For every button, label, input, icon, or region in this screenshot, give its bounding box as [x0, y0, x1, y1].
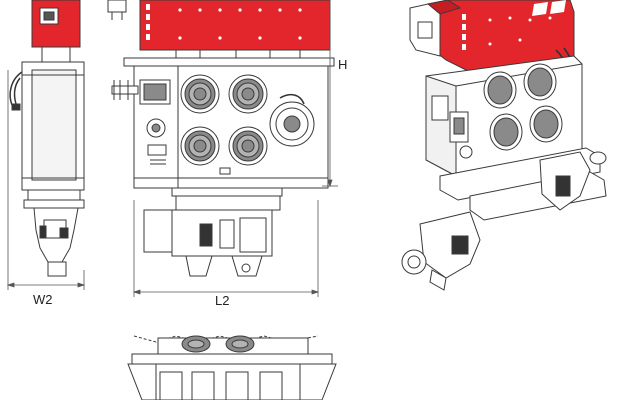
dimension-w2-label: W2	[33, 292, 53, 307]
dimension-w2-line	[6, 70, 86, 290]
iso-clamp	[401, 151, 607, 291]
iso-logo	[462, 0, 566, 50]
front-view-red-lettering	[146, 4, 150, 40]
side-view	[6, 0, 86, 290]
motor-top-left	[180, 74, 220, 114]
motor-bottom-left	[180, 126, 220, 166]
motor-bottom-right	[228, 126, 268, 166]
motor-top-right	[228, 74, 268, 114]
front-view	[107, 0, 338, 297]
front-view-valve-block	[111, 79, 171, 165]
dimension-l2-line	[132, 200, 320, 297]
isometric-view	[401, 0, 607, 291]
front-view-motors	[180, 74, 268, 166]
dimension-l2-label: L2	[215, 293, 230, 308]
dimension-h-line	[322, 0, 338, 188]
front-view-drive-gear	[269, 93, 315, 147]
front-view-red-housing	[139, 0, 331, 51]
front-view-housing-bolts	[178, 8, 302, 40]
iso-motors	[483, 63, 563, 151]
dimension-h-label: H	[338, 57, 348, 72]
front-view-clamp	[143, 209, 273, 277]
bottom-view-ribs	[159, 371, 283, 400]
bottom-view	[127, 335, 337, 400]
bottom-view-motors	[181, 335, 255, 353]
